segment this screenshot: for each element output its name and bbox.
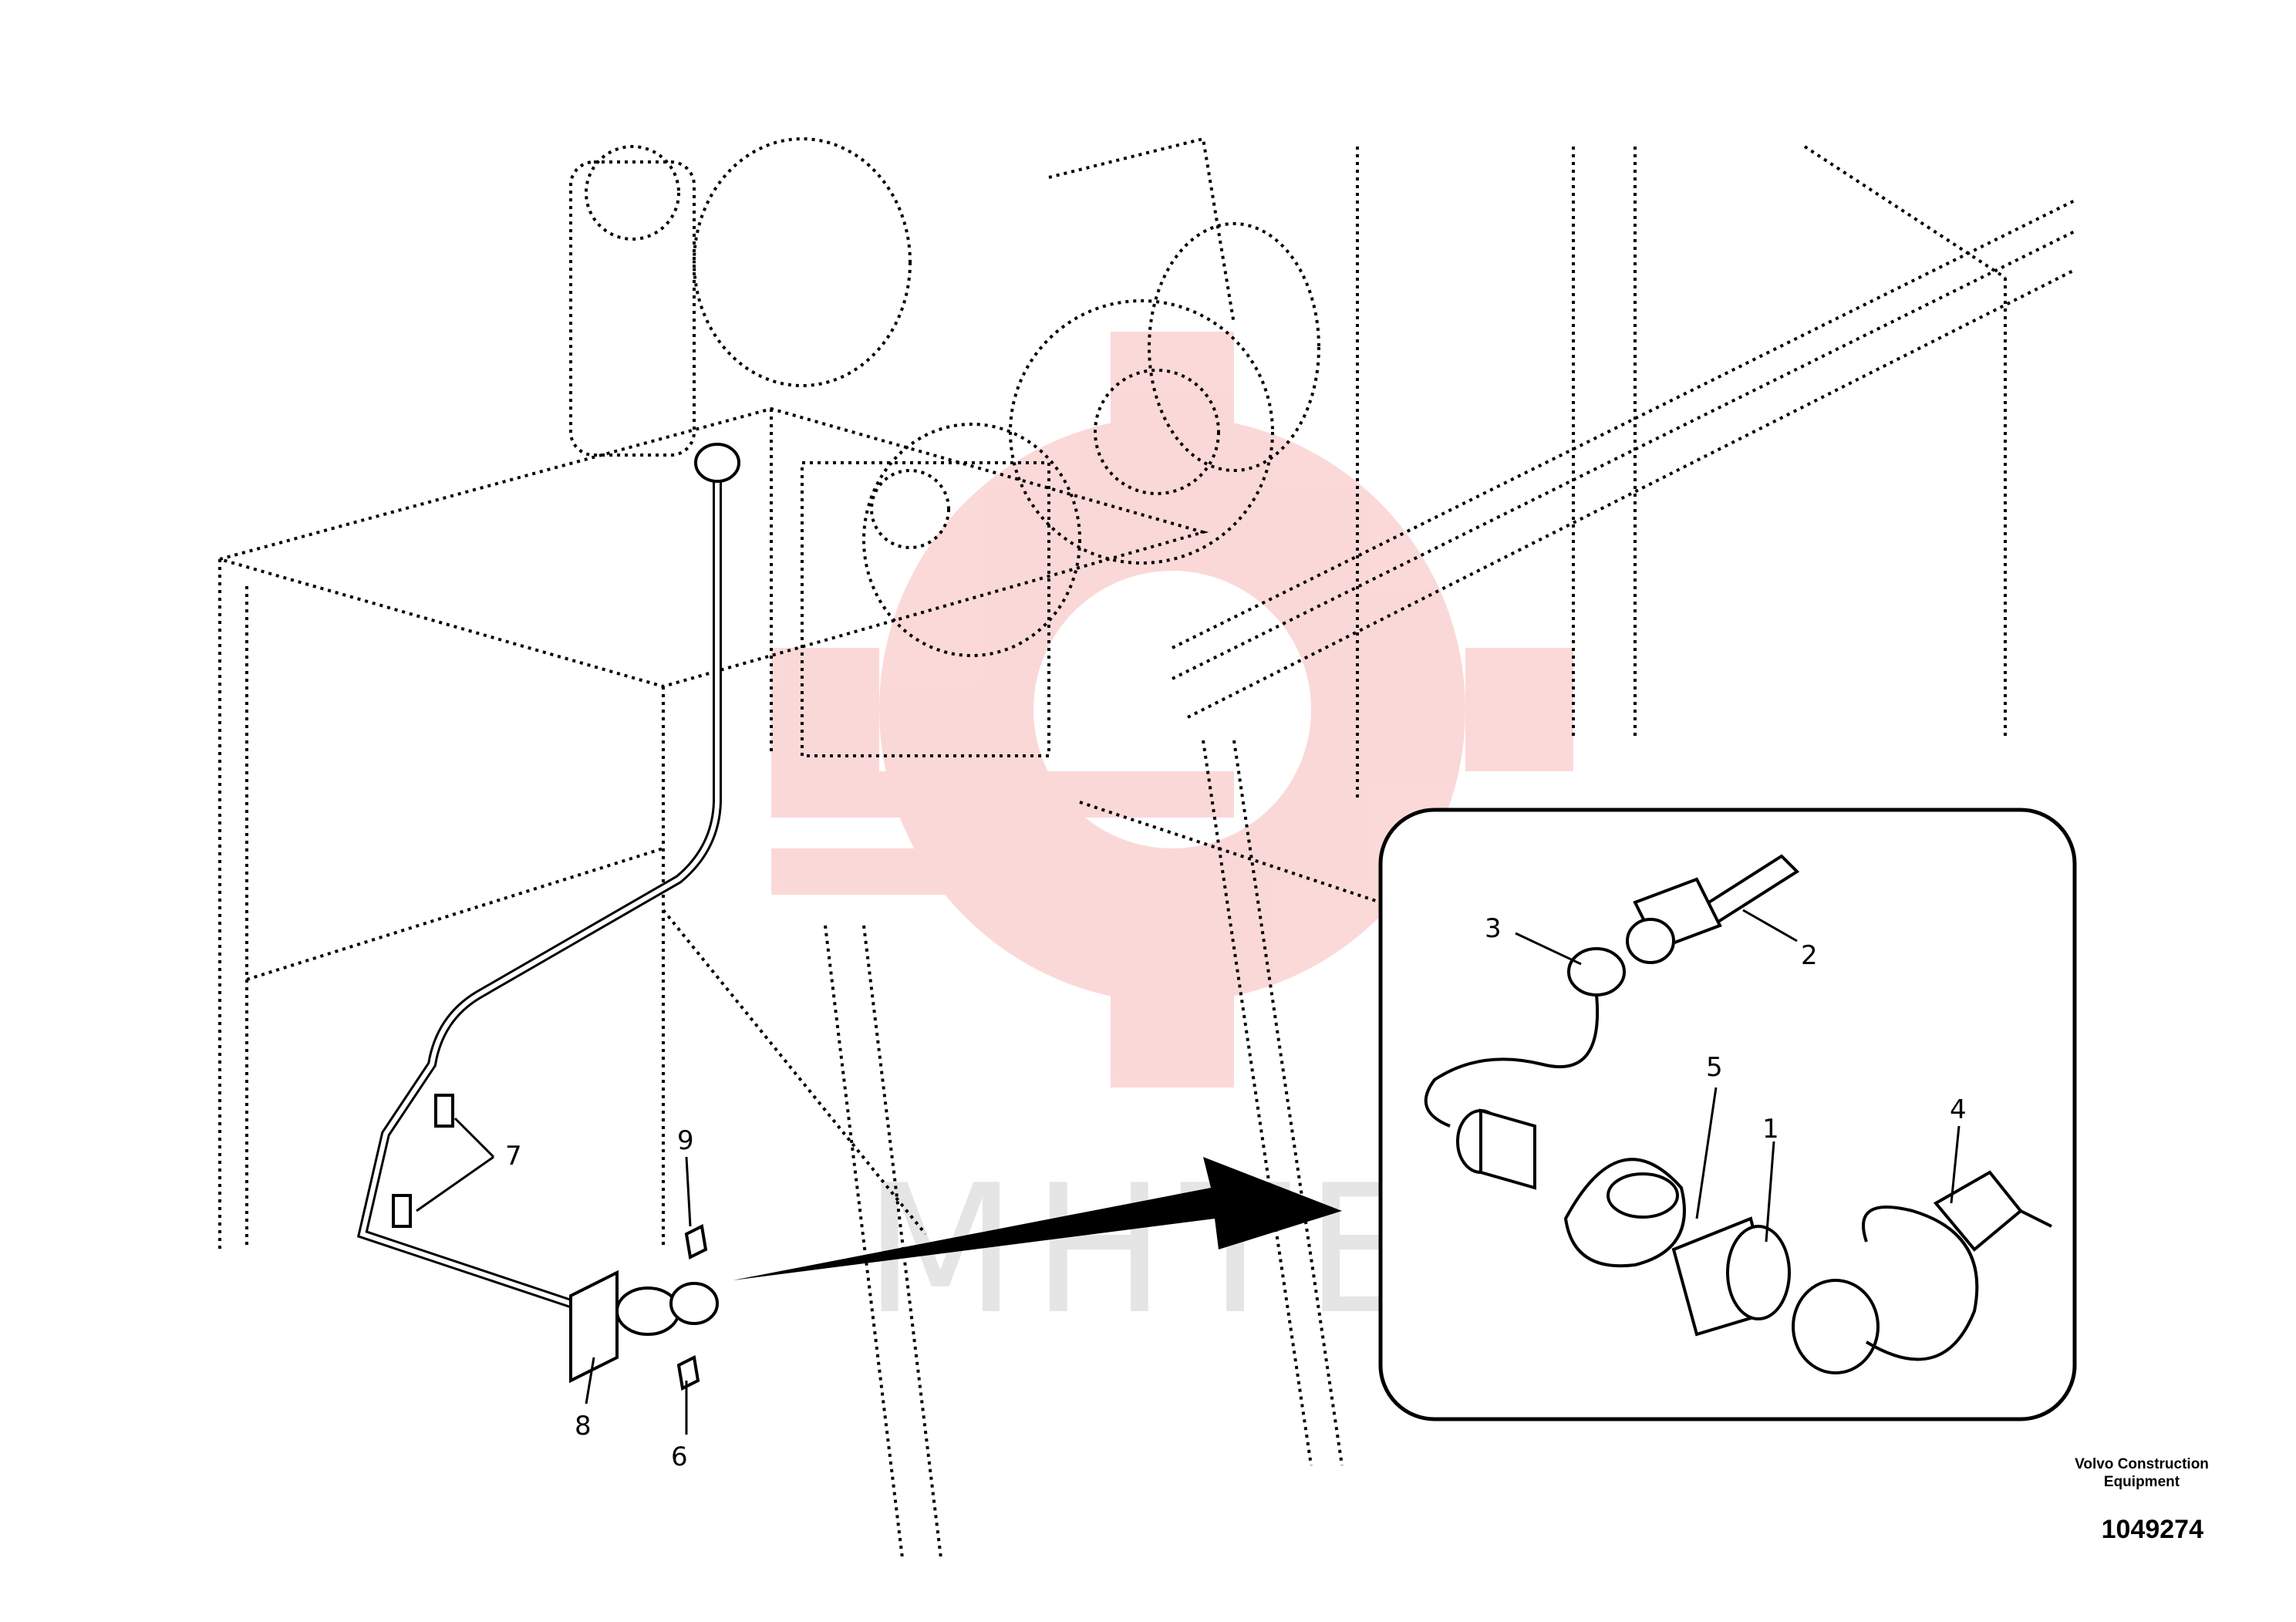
socket-bracket	[569, 1224, 719, 1391]
callout-1: 1	[1762, 1114, 1779, 1145]
brand-label: Volvo Construction Equipment	[2075, 1456, 2209, 1490]
callout-6: 6	[671, 1442, 688, 1472]
machine-frame	[214, 145, 2075, 1559]
part-number: 1049274	[2101, 1515, 2203, 1544]
watermark-gear-icon	[771, 332, 1573, 1088]
callout-5: 5	[1706, 1052, 1723, 1083]
callout-9: 9	[677, 1125, 694, 1156]
callout-8: 8	[575, 1411, 592, 1442]
harness-cable	[356, 443, 740, 1317]
callout-2: 2	[1801, 940, 1818, 971]
detail-parts	[1424, 854, 2052, 1374]
callout-7: 7	[505, 1141, 522, 1172]
callout-4: 4	[1950, 1094, 1967, 1125]
detail-box	[1378, 808, 2077, 1421]
callout-3: 3	[1485, 913, 1502, 944]
engine-assembly	[569, 137, 1320, 757]
detail-arrow-icon	[733, 1157, 1342, 1280]
leader-lines	[416, 909, 1961, 1435]
